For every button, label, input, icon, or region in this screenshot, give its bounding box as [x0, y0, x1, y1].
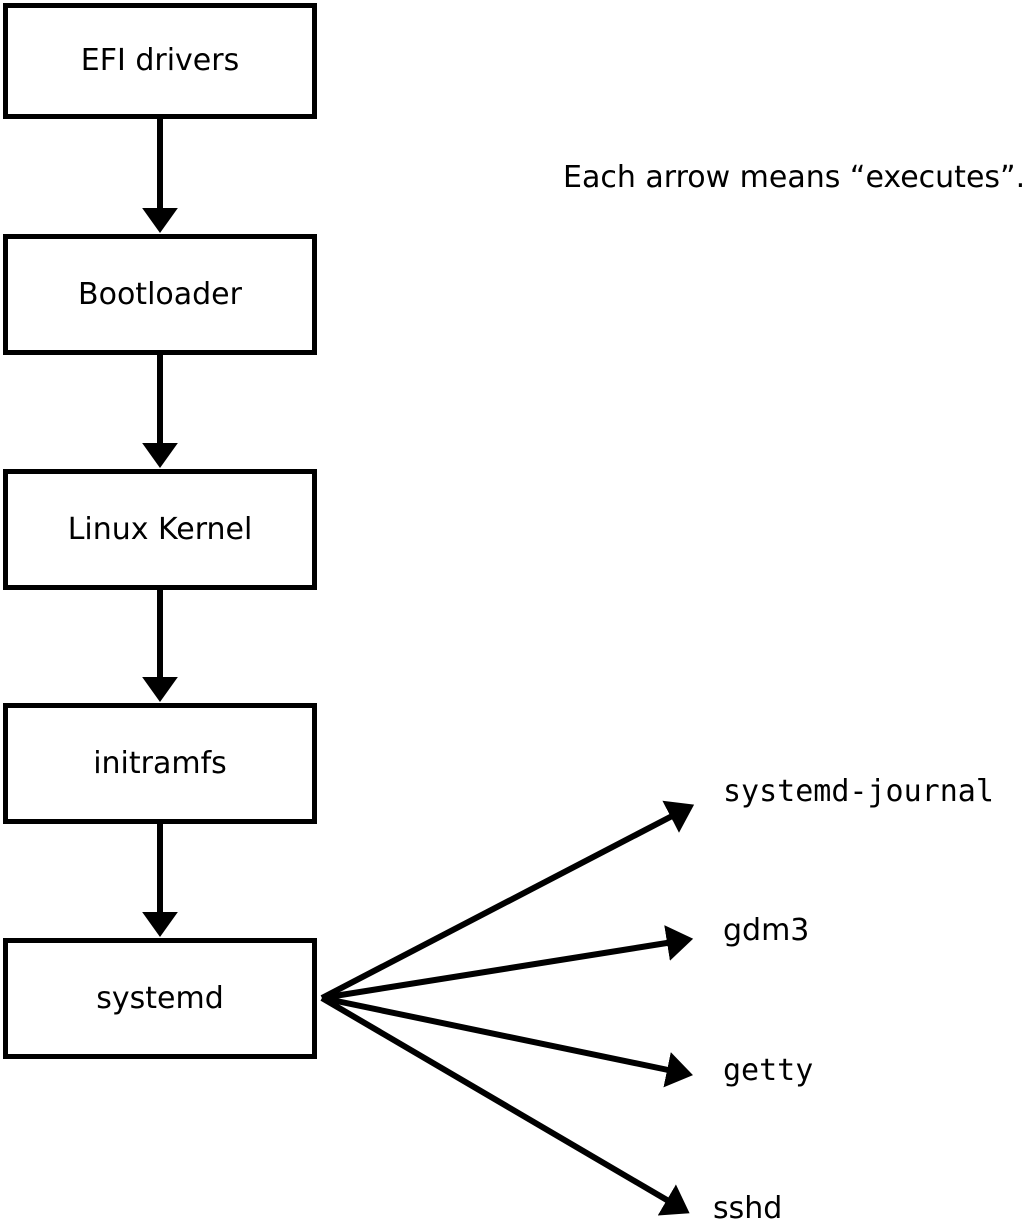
fanout-arrow-sshd — [320, 995, 690, 1216]
leaf-label-getty: getty — [723, 1053, 814, 1088]
stage-label-initramfs: initramfs — [93, 745, 227, 781]
stage-label-systemd: systemd — [96, 980, 224, 1016]
stage-label-bootloader: Bootloader — [78, 276, 242, 312]
stage-label-linux-kernel: Linux Kernel — [67, 511, 253, 547]
fanout-arrow-gdm3 — [321, 925, 694, 1001]
legend-caption: Each arrow means “executes”. — [563, 160, 1023, 195]
stage-label-efi-drivers: EFI drivers — [80, 43, 240, 78]
leaf-label-gdm3: gdm3 — [723, 913, 810, 948]
stage-box-systemd: systemd — [3, 938, 317, 1059]
stage-box-initramfs: initramfs — [3, 703, 317, 824]
stage-box-efi-drivers: EFI drivers — [3, 3, 317, 119]
stage-box-bootloader: Bootloader — [3, 234, 317, 355]
leaf-label-sshd: sshd — [713, 1191, 783, 1226]
fanout-arrow-systemd-journal — [320, 800, 695, 1001]
stage-box-linux-kernel: Linux Kernel — [3, 469, 317, 590]
fanout-arrow-getty — [321, 995, 693, 1088]
leaf-label-systemd-journal: systemd-journal — [723, 774, 994, 809]
